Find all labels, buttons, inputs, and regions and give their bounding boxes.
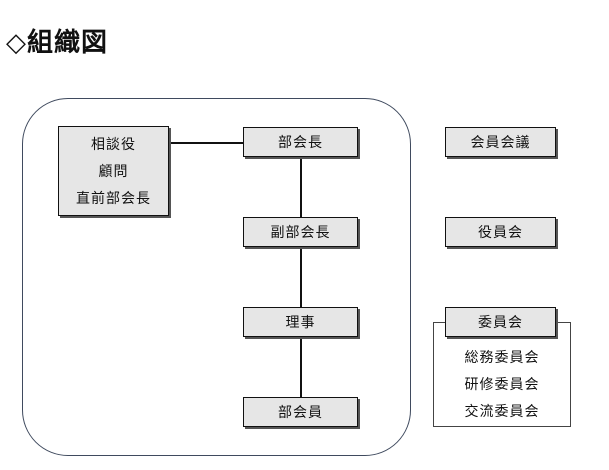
committee-list: 総務委員会 研修委員会 交流委員会 — [433, 344, 571, 424]
assembly-box: 会員会議 — [445, 127, 556, 157]
connector-director-vice — [300, 157, 302, 218]
organization-frame — [22, 98, 411, 456]
advisor-label: 顧問 — [98, 164, 129, 180]
advisors-box: 相談役 顧問 直前部会長 — [58, 126, 169, 216]
vice-director-box: 副部会長 — [243, 217, 358, 247]
advisor-label: 直前部会長 — [76, 191, 151, 207]
committee-item: 総務委員会 — [464, 350, 540, 367]
advisor-label: 相談役 — [91, 137, 136, 153]
committee-box: 委員会 — [445, 307, 556, 337]
committee-item: 交流委員会 — [464, 403, 540, 420]
committee-item: 研修委員会 — [464, 376, 540, 393]
connector-board-member — [300, 337, 302, 398]
officers-box: 役員会 — [445, 217, 556, 247]
member-box: 部会員 — [243, 397, 358, 427]
page-title: ◇組織図 — [6, 28, 108, 58]
director-box: 部会長 — [243, 127, 358, 157]
connector-vice-board — [300, 246, 302, 308]
board-box: 理事 — [243, 307, 358, 337]
connector-advisors-director — [169, 142, 244, 144]
